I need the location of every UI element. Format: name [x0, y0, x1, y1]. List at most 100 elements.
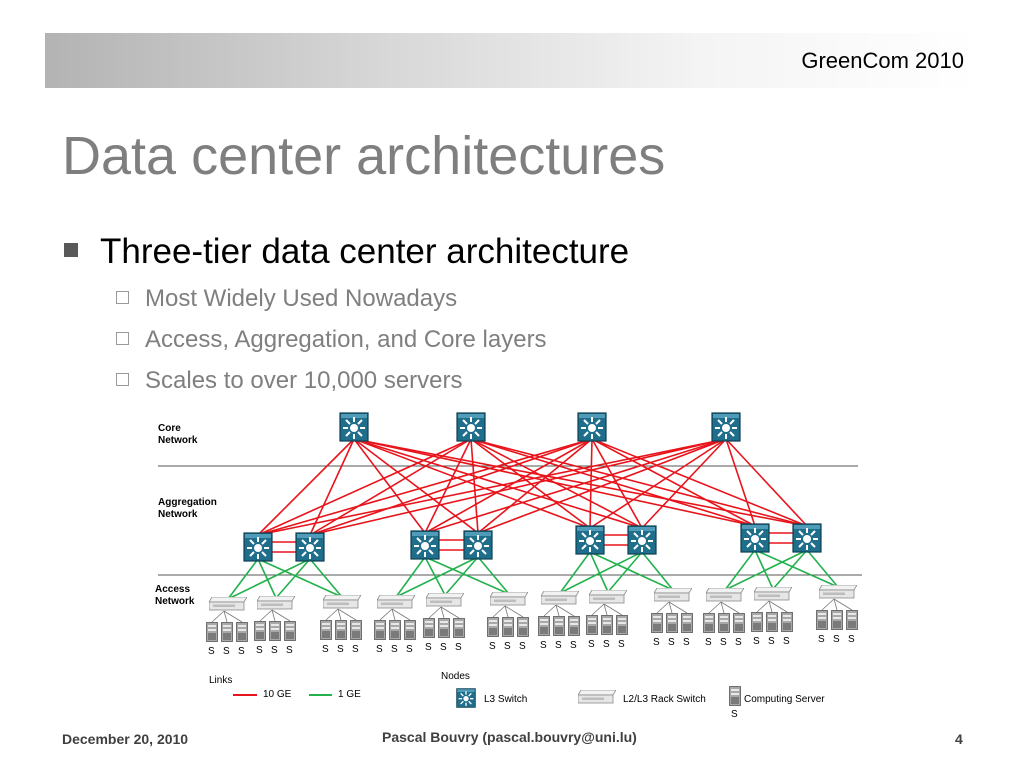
header-bar — [45, 33, 980, 88]
server-label: S — [753, 636, 760, 647]
aggregation-network-label: Aggregation Network — [158, 497, 220, 520]
server-label: S — [406, 644, 413, 655]
rack-switch-icon — [654, 588, 692, 602]
link-10ge — [424, 438, 727, 534]
server-label: S — [440, 642, 447, 653]
sub-bullet-text: Scales to over 10,000 servers — [145, 367, 463, 394]
server-icon — [766, 612, 778, 632]
server-icon — [666, 613, 678, 633]
l3-switch-icon — [410, 530, 440, 560]
server-link — [440, 606, 460, 619]
server-link — [223, 610, 243, 623]
server-label: S — [783, 636, 790, 647]
legend-server-label: Computing Server — [744, 694, 825, 705]
server-icon — [538, 616, 550, 636]
link-10ge — [257, 438, 593, 536]
link-10ge — [591, 438, 756, 527]
server-label: S — [519, 641, 526, 652]
server-label: S — [735, 637, 742, 648]
link-1ge — [559, 551, 591, 594]
server-link — [325, 608, 339, 621]
server-label: S — [705, 637, 712, 648]
server-link — [259, 609, 273, 622]
l3-switch-icon — [339, 412, 369, 442]
link-1ge — [227, 558, 311, 600]
server-link — [668, 601, 688, 614]
server-label: S — [618, 639, 625, 650]
link-10ge — [353, 438, 479, 534]
server-label: S — [720, 637, 727, 648]
link-10ge — [477, 438, 593, 534]
l3-switch-icon — [792, 523, 822, 553]
server-link — [656, 601, 670, 614]
main-bullet-text: Three-tier data center architecture — [100, 232, 630, 271]
server-icon — [718, 613, 730, 633]
server-label: S — [504, 641, 511, 652]
server-icon — [703, 613, 715, 633]
server-link — [555, 604, 560, 617]
link-10ge — [257, 438, 727, 536]
server-label: S — [286, 645, 293, 656]
rack-switch-icon — [589, 590, 627, 604]
link-10ge — [641, 438, 727, 529]
access-network-label: Access Network — [155, 584, 195, 607]
link-10ge — [309, 438, 593, 536]
server-label: S — [668, 637, 675, 648]
server-icon — [816, 610, 828, 630]
link-1ge — [309, 558, 343, 598]
link-1ge — [444, 556, 479, 596]
server-icon — [236, 622, 248, 642]
link-1ge — [772, 549, 808, 590]
server-link — [720, 601, 725, 614]
server-icon — [423, 618, 435, 638]
server-label: S — [352, 644, 359, 655]
server-icon — [502, 617, 514, 637]
server-link — [271, 609, 291, 622]
link-1ge — [395, 556, 426, 598]
footer-page-number: 4 — [955, 731, 963, 747]
server-icon — [320, 620, 332, 640]
link-1ge — [754, 549, 774, 590]
server-label: S — [271, 645, 278, 656]
server-icon — [733, 613, 745, 633]
sub-bullet-text: Access, Aggregation, and Core layers — [145, 326, 547, 353]
link-1ge — [589, 551, 674, 591]
link-1ge — [424, 556, 510, 595]
server-icon — [438, 618, 450, 638]
links-10ge — [257, 438, 808, 553]
link-1ge — [477, 556, 510, 595]
server-icon — [651, 613, 663, 633]
l3-switch-icon — [627, 525, 657, 555]
server-link — [492, 605, 506, 618]
server-link — [833, 598, 853, 611]
link-1ge — [724, 549, 808, 591]
server-label: S — [455, 642, 462, 653]
link-10ge — [309, 438, 355, 536]
server-link — [833, 598, 838, 611]
link-10ge — [591, 438, 643, 529]
checkbox-bullet-icon — [116, 373, 129, 386]
legend-rack-switch-icon — [578, 690, 616, 704]
slide-title: Data center architectures — [62, 126, 666, 186]
server-icon — [269, 621, 281, 641]
link-1ge — [724, 549, 756, 591]
server-label: S — [425, 642, 432, 653]
link-1ge — [607, 551, 643, 593]
legend-server-symbol: S — [731, 709, 738, 720]
server-link — [337, 608, 357, 621]
bullet-square-icon — [64, 243, 78, 257]
l3-switch-icon — [463, 530, 493, 560]
link-1ge — [424, 556, 446, 596]
rack-switch-icon — [257, 596, 295, 610]
l3-switch-icon — [575, 525, 605, 555]
server-icon — [846, 610, 858, 630]
server-icon — [335, 620, 347, 640]
server-icon — [616, 615, 628, 635]
link-1ge — [395, 556, 479, 598]
sub-bullet-text: Most Widely Used Nowadays — [145, 285, 458, 312]
server-label: S — [376, 644, 383, 655]
legend-10ge-label: 10 GE — [263, 689, 292, 700]
link-10ge — [424, 438, 472, 534]
link-1ge — [589, 551, 609, 593]
server-link — [603, 603, 608, 616]
